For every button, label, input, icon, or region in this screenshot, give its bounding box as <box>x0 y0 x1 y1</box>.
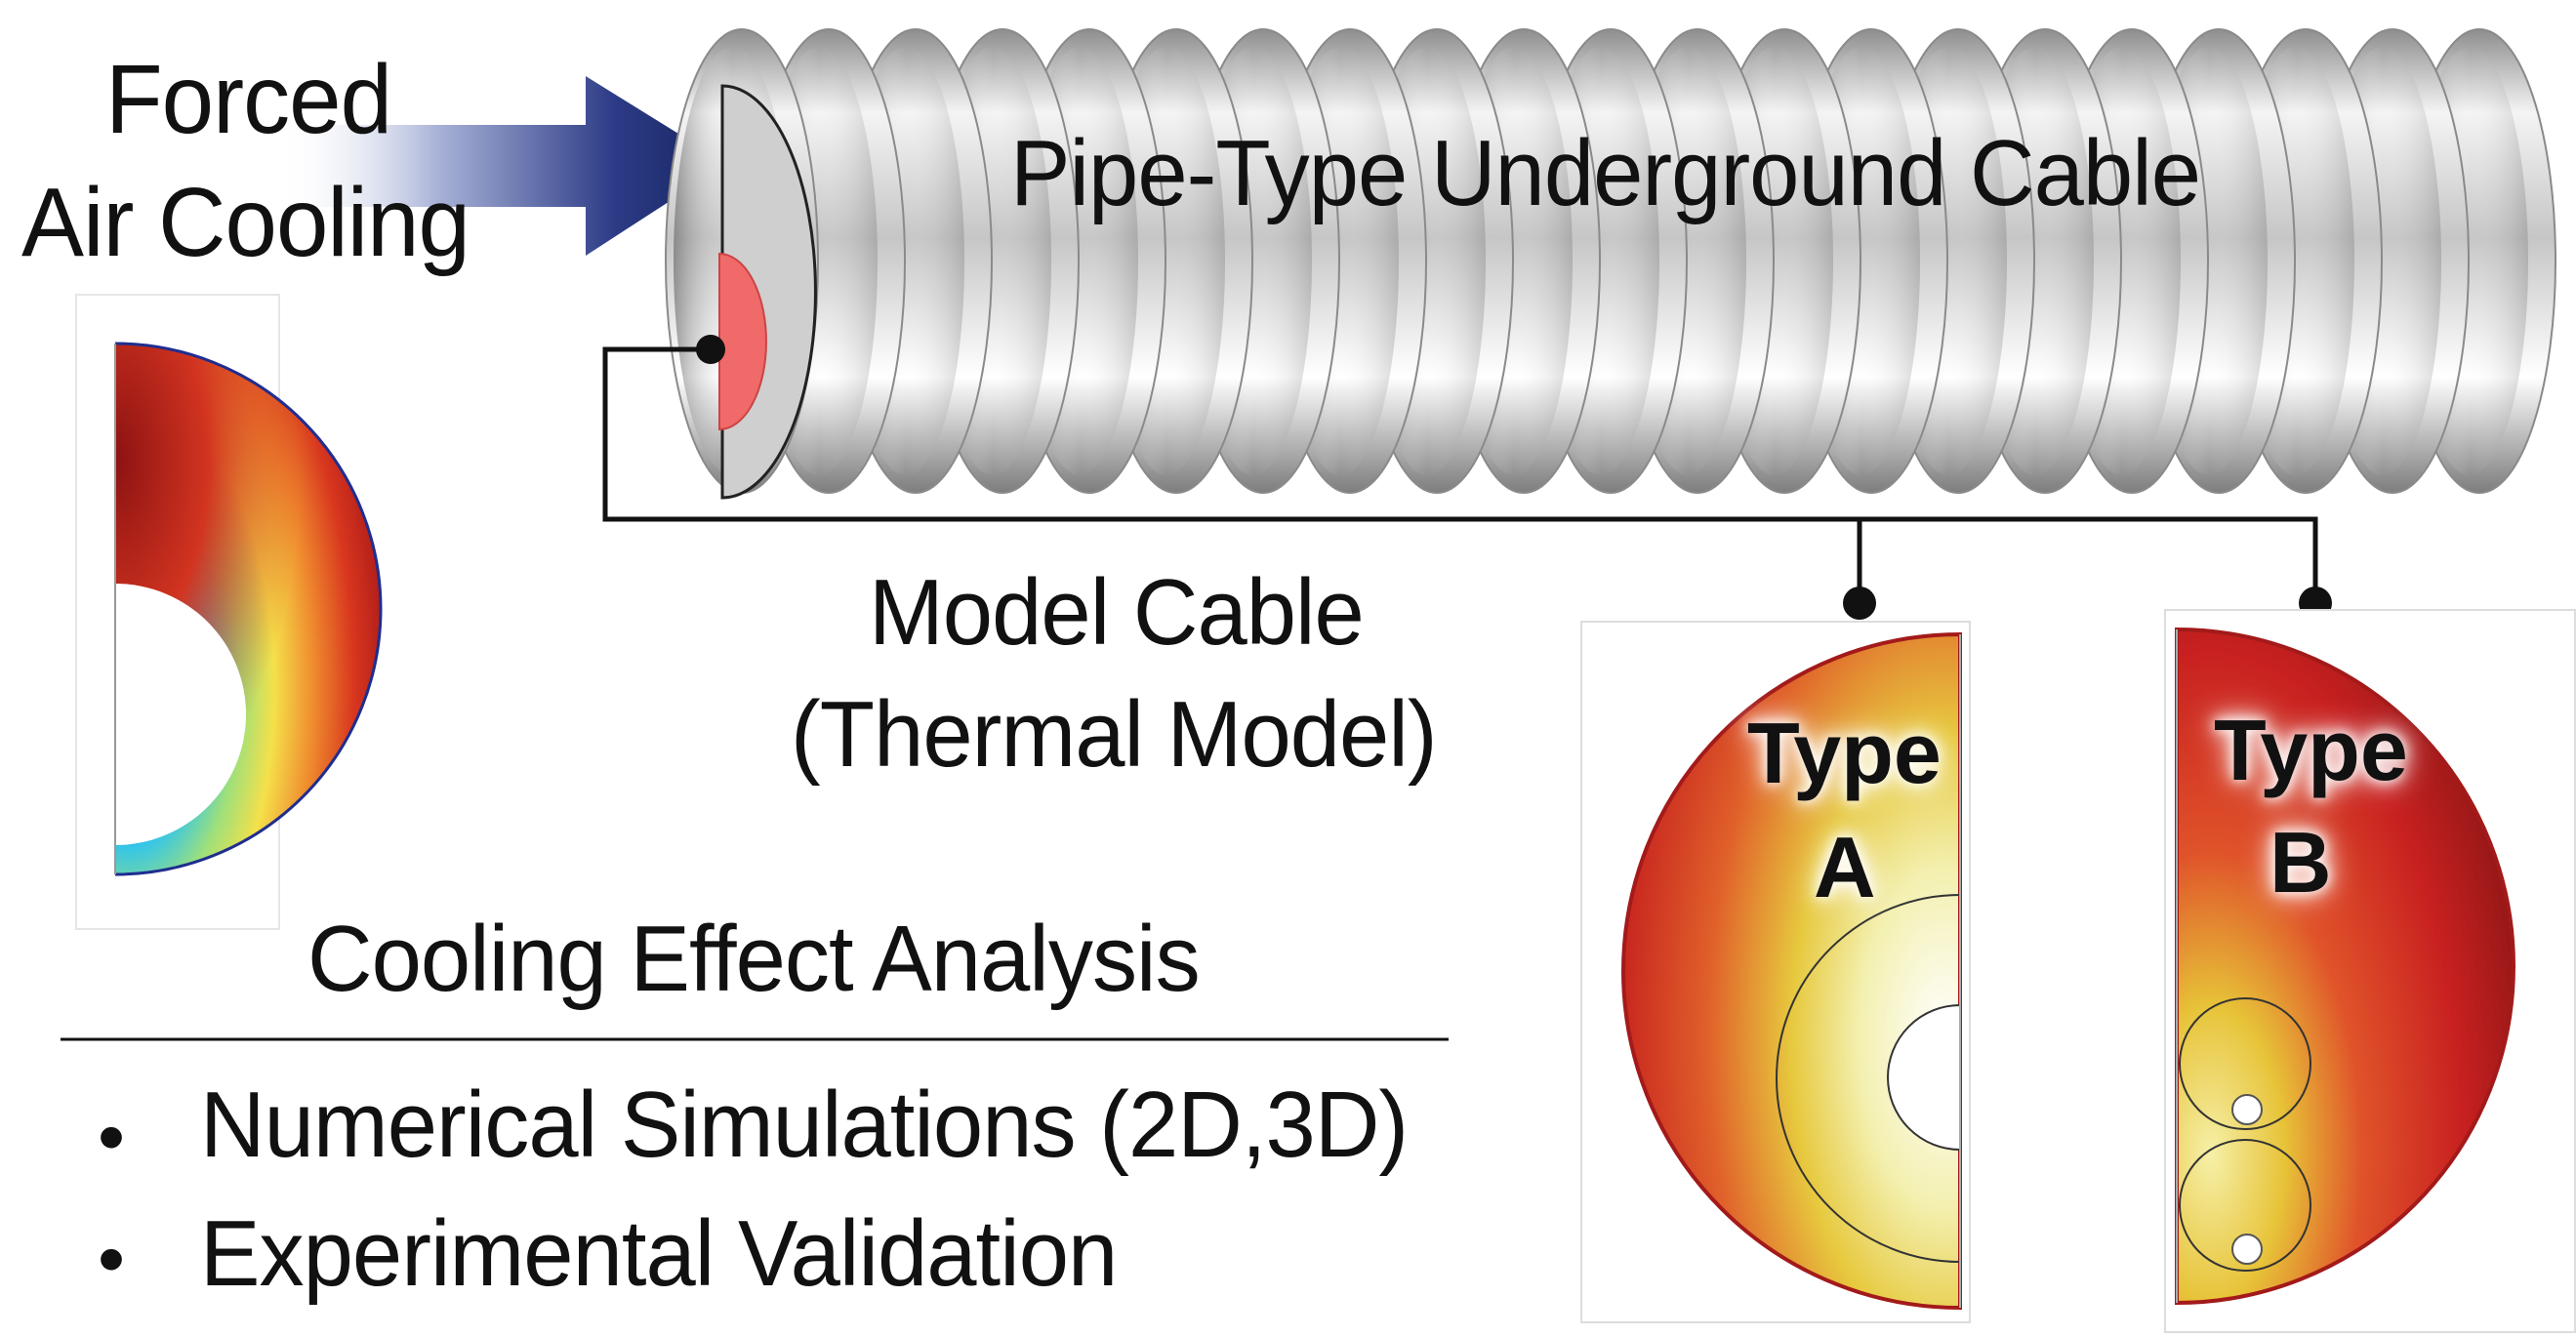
pipe-end-face <box>718 84 817 500</box>
pipe-cable-illustration <box>665 28 2556 494</box>
type-b-thermal-section <box>2164 609 2576 1333</box>
type-a-letter: A <box>1814 819 1876 915</box>
connector-dot-icon <box>696 335 725 364</box>
forced-label: Forced <box>105 45 392 154</box>
type-b-word: Type <box>2214 702 2408 798</box>
air-cooling-label: Air Cooling <box>21 168 470 277</box>
model-cable-label: Model Cable <box>869 560 1365 665</box>
cooling-contour-map <box>75 294 383 930</box>
connector-dot-icon <box>1843 587 1876 620</box>
bullet-item: Numerical Simulations (2D,3D) <box>200 1073 1409 1177</box>
pipe-cable-label: Pipe-Type Underground Cable <box>1010 121 2201 225</box>
bullet-dot: • <box>98 1093 126 1180</box>
bullet-dot: • <box>98 1215 126 1302</box>
thermal-model-label: (Thermal Model) <box>791 682 1438 787</box>
type-b-letter: B <box>2269 814 2332 911</box>
type-a-thermal-section <box>1580 621 1971 1323</box>
arrow-right-icon <box>278 76 727 256</box>
bullet-item: Experimental Validation <box>200 1201 1118 1306</box>
cooling-analysis-heading: Cooling Effect Analysis <box>307 907 1201 1011</box>
type-a-word: Type <box>1747 705 1942 801</box>
